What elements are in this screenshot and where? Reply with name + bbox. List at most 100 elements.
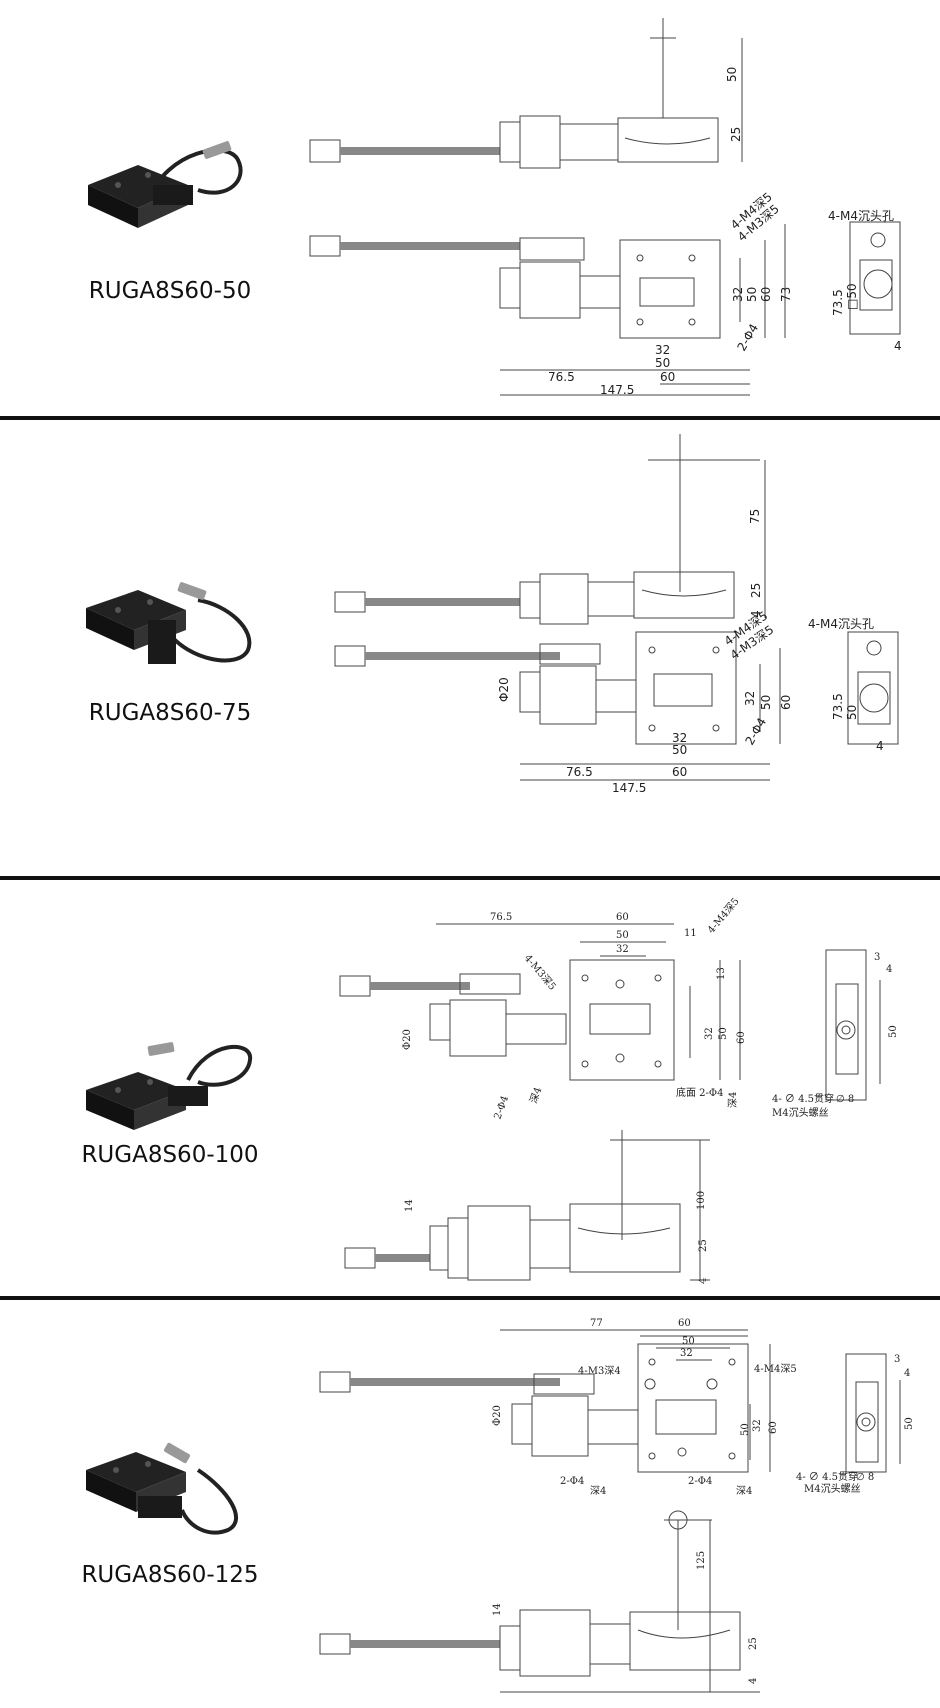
dim-label: 50: [745, 287, 759, 302]
dim-label: 73.5: [831, 289, 845, 316]
dim-label: 32: [704, 1027, 715, 1040]
dim-label: 50: [759, 695, 773, 710]
dim-label: 深4: [727, 1092, 739, 1108]
dim-label: 125: [696, 1551, 707, 1570]
dim-label: 60: [779, 695, 793, 710]
dim-label: 14: [404, 1199, 415, 1212]
dim-label: 4: [698, 1278, 709, 1284]
dim-label: Φ20: [497, 677, 511, 702]
dim-label: 2-Φ4: [734, 321, 761, 353]
dim-label: 50: [740, 1423, 751, 1436]
dim-label: 3: [894, 1354, 900, 1365]
dim-label: 25: [749, 583, 763, 598]
model-label: RUGA8S60-125: [81, 1562, 259, 1588]
dim-label: 13: [716, 967, 727, 980]
dim-label: 32: [752, 1419, 763, 1432]
dim-label: Φ20: [492, 1405, 503, 1426]
dim-label: 4-M4沉头孔: [828, 209, 894, 223]
model-label: RUGA8S60-100: [81, 1142, 259, 1168]
dim-label: 32: [743, 691, 757, 706]
dim-label: 50: [616, 930, 629, 941]
dim-label: 50: [904, 1417, 915, 1430]
technical-drawing: 50 25 4-M4深5 4: [309, 18, 902, 397]
product-photo: [86, 582, 252, 664]
dim-label: 4: [749, 610, 763, 618]
dim-label: 32: [680, 1348, 693, 1359]
dim-label: 73: [779, 287, 793, 302]
dim-label: 4- ∅ 4.5贯穿: [796, 1470, 858, 1483]
dim-label: 4: [748, 1678, 759, 1684]
dim-label: 60: [736, 1031, 747, 1044]
dim-label: 75: [748, 509, 762, 524]
dim-label: 2-Φ4: [492, 1094, 511, 1121]
dim-label: 77: [590, 1318, 603, 1329]
product-photo: [88, 141, 243, 228]
dim-label: 4-M4深5: [705, 895, 742, 935]
dim-label: 3: [874, 952, 880, 963]
dim-label: 32: [731, 287, 745, 302]
technical-drawing: 76.5 60 50 32 11 4-M3深5 4-M4深5 13 32 50 …: [339, 895, 899, 1284]
section-ruga8s60-100: RUGA8S60-100 76.5: [0, 880, 940, 1296]
dim-label: 深4: [590, 1485, 606, 1497]
dim-label: M4沉头螺丝: [772, 1106, 829, 1119]
dim-label: 50: [718, 1027, 729, 1040]
section-ruga8s60-75: RUGA8S60-75 75 25 4: [0, 420, 940, 876]
dim-label: 2-Φ4: [742, 715, 769, 747]
dim-label: 60: [616, 912, 629, 923]
section-divider: [0, 876, 940, 880]
dim-label: 4: [904, 1368, 910, 1379]
dim-label: 4-M3深4: [578, 1365, 621, 1377]
dim-label: 深4: [528, 1086, 545, 1105]
product-photo: [86, 1042, 253, 1130]
dim-label: M4沉头螺丝: [804, 1482, 861, 1495]
dim-label: 深4: [736, 1485, 752, 1497]
dim-label: Φ20: [402, 1029, 413, 1050]
product-photo: [86, 1442, 238, 1535]
technical-drawing: 77 60 50 32 4-M3深4 4-M4深5 Φ20 50 32 60 2…: [319, 1318, 915, 1693]
dim-label: 73.5: [831, 693, 845, 720]
dim-label: 4-M3深5: [522, 952, 559, 992]
technical-drawing: 75 25 4 4-M4深5 4-M3深5 32: [334, 434, 899, 795]
dim-label: ∅ 8: [836, 1094, 854, 1105]
dim-label: 4: [876, 739, 884, 753]
dim-label: 4: [886, 964, 892, 975]
section-ruga8s60-50: RUGA8S60-50 50 25: [0, 0, 940, 416]
dim-label: 32: [655, 343, 670, 357]
dim-label: 76.5: [490, 912, 512, 923]
dim-label: 76.5: [548, 370, 575, 384]
dim-label: 32: [616, 944, 629, 955]
dim-label: 76.5: [566, 765, 593, 779]
dim-label: 147.5: [612, 781, 646, 795]
dim-label: 60: [759, 287, 773, 302]
dim-label: 50: [888, 1025, 899, 1038]
dim-label: 25: [729, 127, 743, 142]
dim-label: 11: [684, 928, 697, 939]
dim-label: □50: [845, 283, 859, 310]
model-label: RUGA8S60-50: [88, 278, 252, 304]
dim-label: 60: [660, 370, 675, 384]
dim-label: 4-M4沉头孔: [808, 617, 874, 631]
dim-label: 4: [894, 339, 902, 353]
section-ruga8s60-125: RUGA8S60-125: [0, 1300, 940, 1708]
dim-label: 2-Φ4: [688, 1476, 712, 1487]
dim-label: 4- ∅ 4.5贯穿: [772, 1092, 834, 1105]
dim-label: 2-Φ4: [560, 1476, 584, 1487]
section-divider: [0, 1296, 940, 1300]
section-divider: [0, 416, 940, 420]
model-label: RUGA8S60-75: [88, 700, 252, 726]
dim-label: 4-M4深5: [754, 1363, 797, 1375]
dim-label: 14: [492, 1603, 503, 1616]
dim-label: 32: [672, 731, 687, 745]
dim-label: 147.5: [600, 383, 634, 397]
dim-label: 50: [655, 356, 670, 370]
dim-label: 底面 2-Φ4: [676, 1086, 723, 1099]
dim-label: 50: [845, 705, 859, 720]
dim-label: 25: [698, 1239, 709, 1252]
dim-label: 60: [768, 1421, 779, 1434]
dim-label: 100: [696, 1191, 707, 1210]
dim-label: 25: [748, 1637, 759, 1650]
dim-label: ∅ 8: [856, 1472, 874, 1483]
dim-label: 60: [678, 1318, 691, 1329]
dim-label: 50: [682, 1336, 695, 1347]
